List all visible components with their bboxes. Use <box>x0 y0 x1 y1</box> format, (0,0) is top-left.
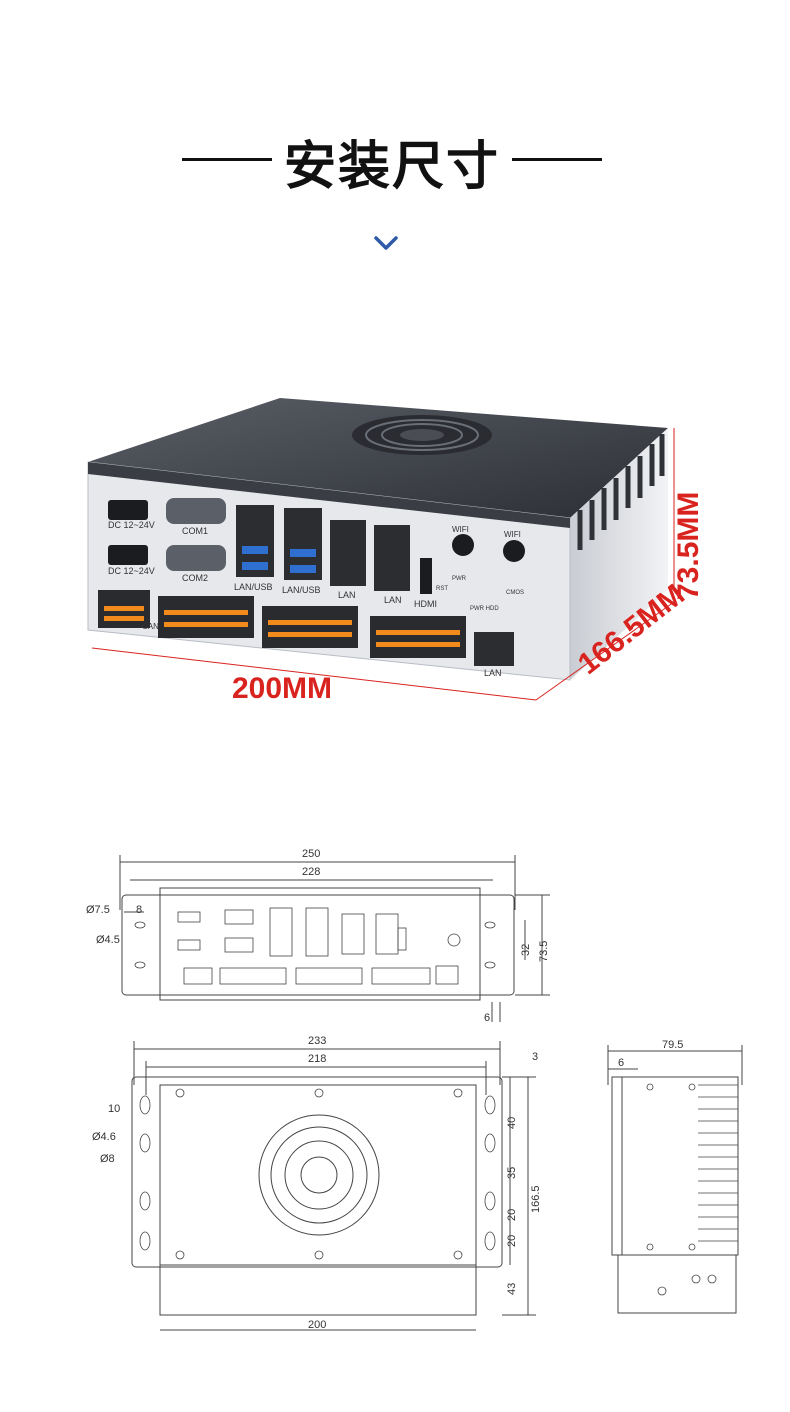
wifi1-label: WIFI <box>452 525 469 534</box>
top-offset: 10 <box>108 1103 121 1115</box>
top-hole-dia: Ø4.6 <box>92 1131 116 1143</box>
terminal-blocks <box>98 590 466 658</box>
header-rule-right <box>512 158 602 161</box>
side-overall: 79.5 <box>662 1039 684 1051</box>
front-slot-offset: 8 <box>136 904 143 916</box>
top-width: 200 <box>308 1319 327 1331</box>
pwr-label: PWR <box>452 576 466 582</box>
top-slot-dia: Ø8 <box>100 1153 115 1165</box>
pwr-hdd-label: PWR HDD <box>470 606 499 612</box>
dimension-height: 73.5MM <box>672 491 705 600</box>
front-view-drawing: 250 228 Ø7.5 8 Ø4.5 32 73.5 6 <box>80 840 600 1030</box>
wifi2-label: WIFI <box>504 530 521 539</box>
lan2-label: LAN <box>384 595 402 605</box>
front-hole-span: 228 <box>302 866 321 878</box>
heatsink-fins <box>577 434 665 550</box>
com2-label: COM2 <box>182 573 209 583</box>
rst-label: RST <box>436 586 448 592</box>
dc2-label: DC 12~24V <box>108 566 155 576</box>
top-edge: 3 <box>532 1051 539 1063</box>
top-pitch2: 35 <box>506 1166 518 1179</box>
top-pitch4: 20 <box>506 1234 518 1247</box>
front-slot-dia: Ø7.5 <box>86 904 110 916</box>
page-title: 安装尺寸 <box>283 137 500 197</box>
chassis-side <box>570 428 668 680</box>
dc1-label: DC 12~24V <box>108 520 155 530</box>
side-view-drawing: 79.5 6 <box>592 1035 752 1325</box>
top-overall: 233 <box>308 1035 327 1047</box>
top-pitch1: 40 <box>506 1116 518 1129</box>
section-header: 安装尺寸 <box>0 120 790 200</box>
top-depth: 166.5 <box>530 1185 542 1213</box>
cmos-label: CMOS <box>506 590 524 596</box>
front-hole-dia: Ø4.5 <box>96 934 120 946</box>
hdmi-label: HDMI <box>414 599 437 609</box>
lan-usb1-label: LAN/USB <box>234 582 273 592</box>
top-hole-span: 218 <box>308 1053 327 1065</box>
top-pitch3: 20 <box>506 1208 518 1221</box>
com1-label: COM1 <box>182 526 209 536</box>
lan3-label: LAN <box>484 668 502 678</box>
front-inner-height: 32 <box>520 943 532 956</box>
chevron-down-icon <box>374 236 398 250</box>
top-bottom: 43 <box>506 1282 518 1295</box>
front-overall: 250 <box>302 848 321 860</box>
fan-vent <box>352 415 492 455</box>
dimension-width: 200MM <box>232 672 333 705</box>
can-label: CAN <box>142 622 159 631</box>
lan-usb2-label: LAN/USB <box>282 585 321 595</box>
chassis-top <box>88 398 668 518</box>
header-rule-left <box>182 158 272 161</box>
top-view-drawing: 233 218 3 10 Ø4.6 Ø8 40 35 20 20 43 166.… <box>90 1025 560 1345</box>
front-flange: 6 <box>484 1012 491 1024</box>
front-total-height: 73.5 <box>538 940 550 962</box>
side-flange: 6 <box>618 1057 625 1069</box>
lan1-label: LAN <box>338 590 356 600</box>
product-render: DC 12~24V DC 12~24V COM1 COM2 LAN/USB LA… <box>70 380 750 760</box>
